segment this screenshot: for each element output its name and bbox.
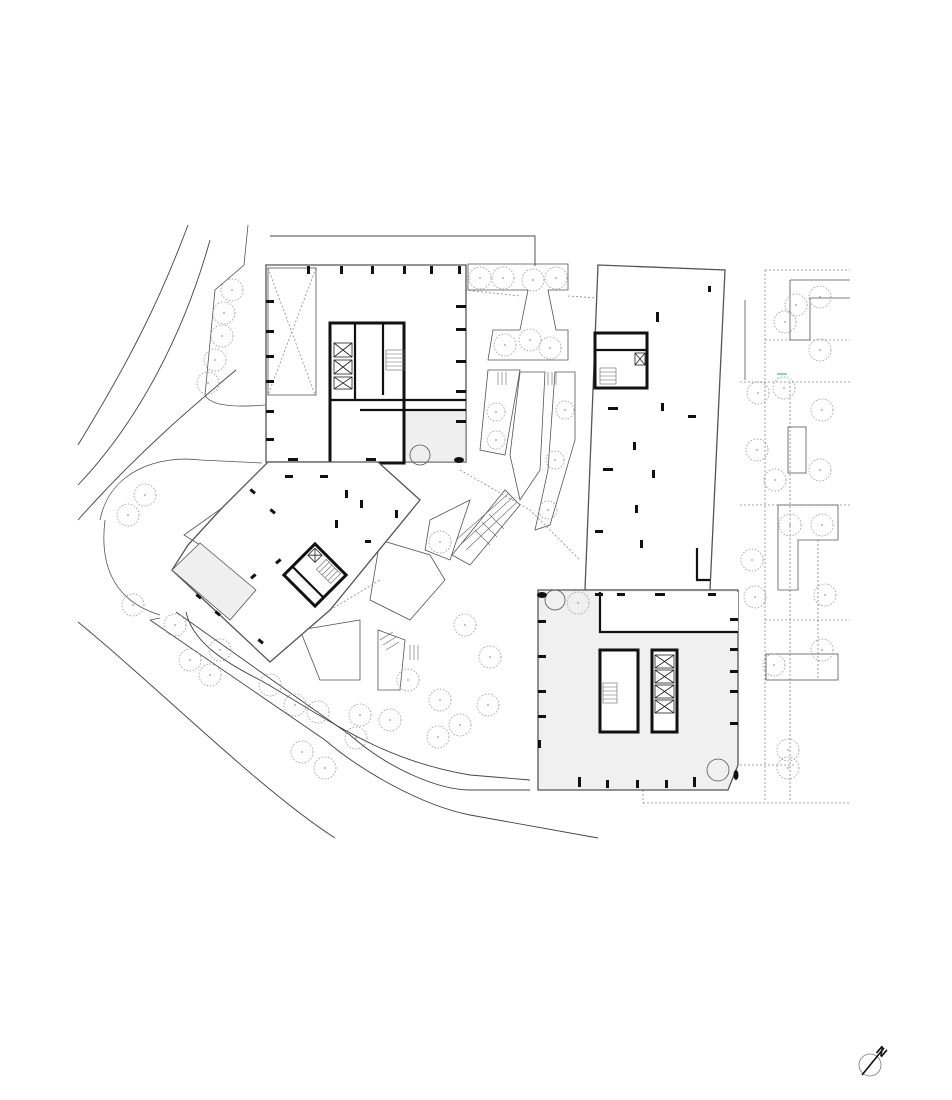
building-east-south [537, 589, 739, 791]
road-lines [77, 224, 599, 839]
building-east-north [584, 264, 726, 591]
landscape-pads [299, 263, 576, 691]
trees [116, 266, 837, 780]
facade-columns [266, 266, 466, 461]
building-west-south [171, 461, 421, 663]
neighbor-buildings [744, 279, 850, 681]
facade-columns [538, 593, 738, 788]
building-west-north [265, 264, 467, 466]
facade-columns [595, 286, 711, 548]
exterior-stairs [379, 372, 557, 660]
north-arrow [858, 1047, 885, 1077]
facade-columns [195, 475, 398, 645]
marker [777, 373, 787, 375]
